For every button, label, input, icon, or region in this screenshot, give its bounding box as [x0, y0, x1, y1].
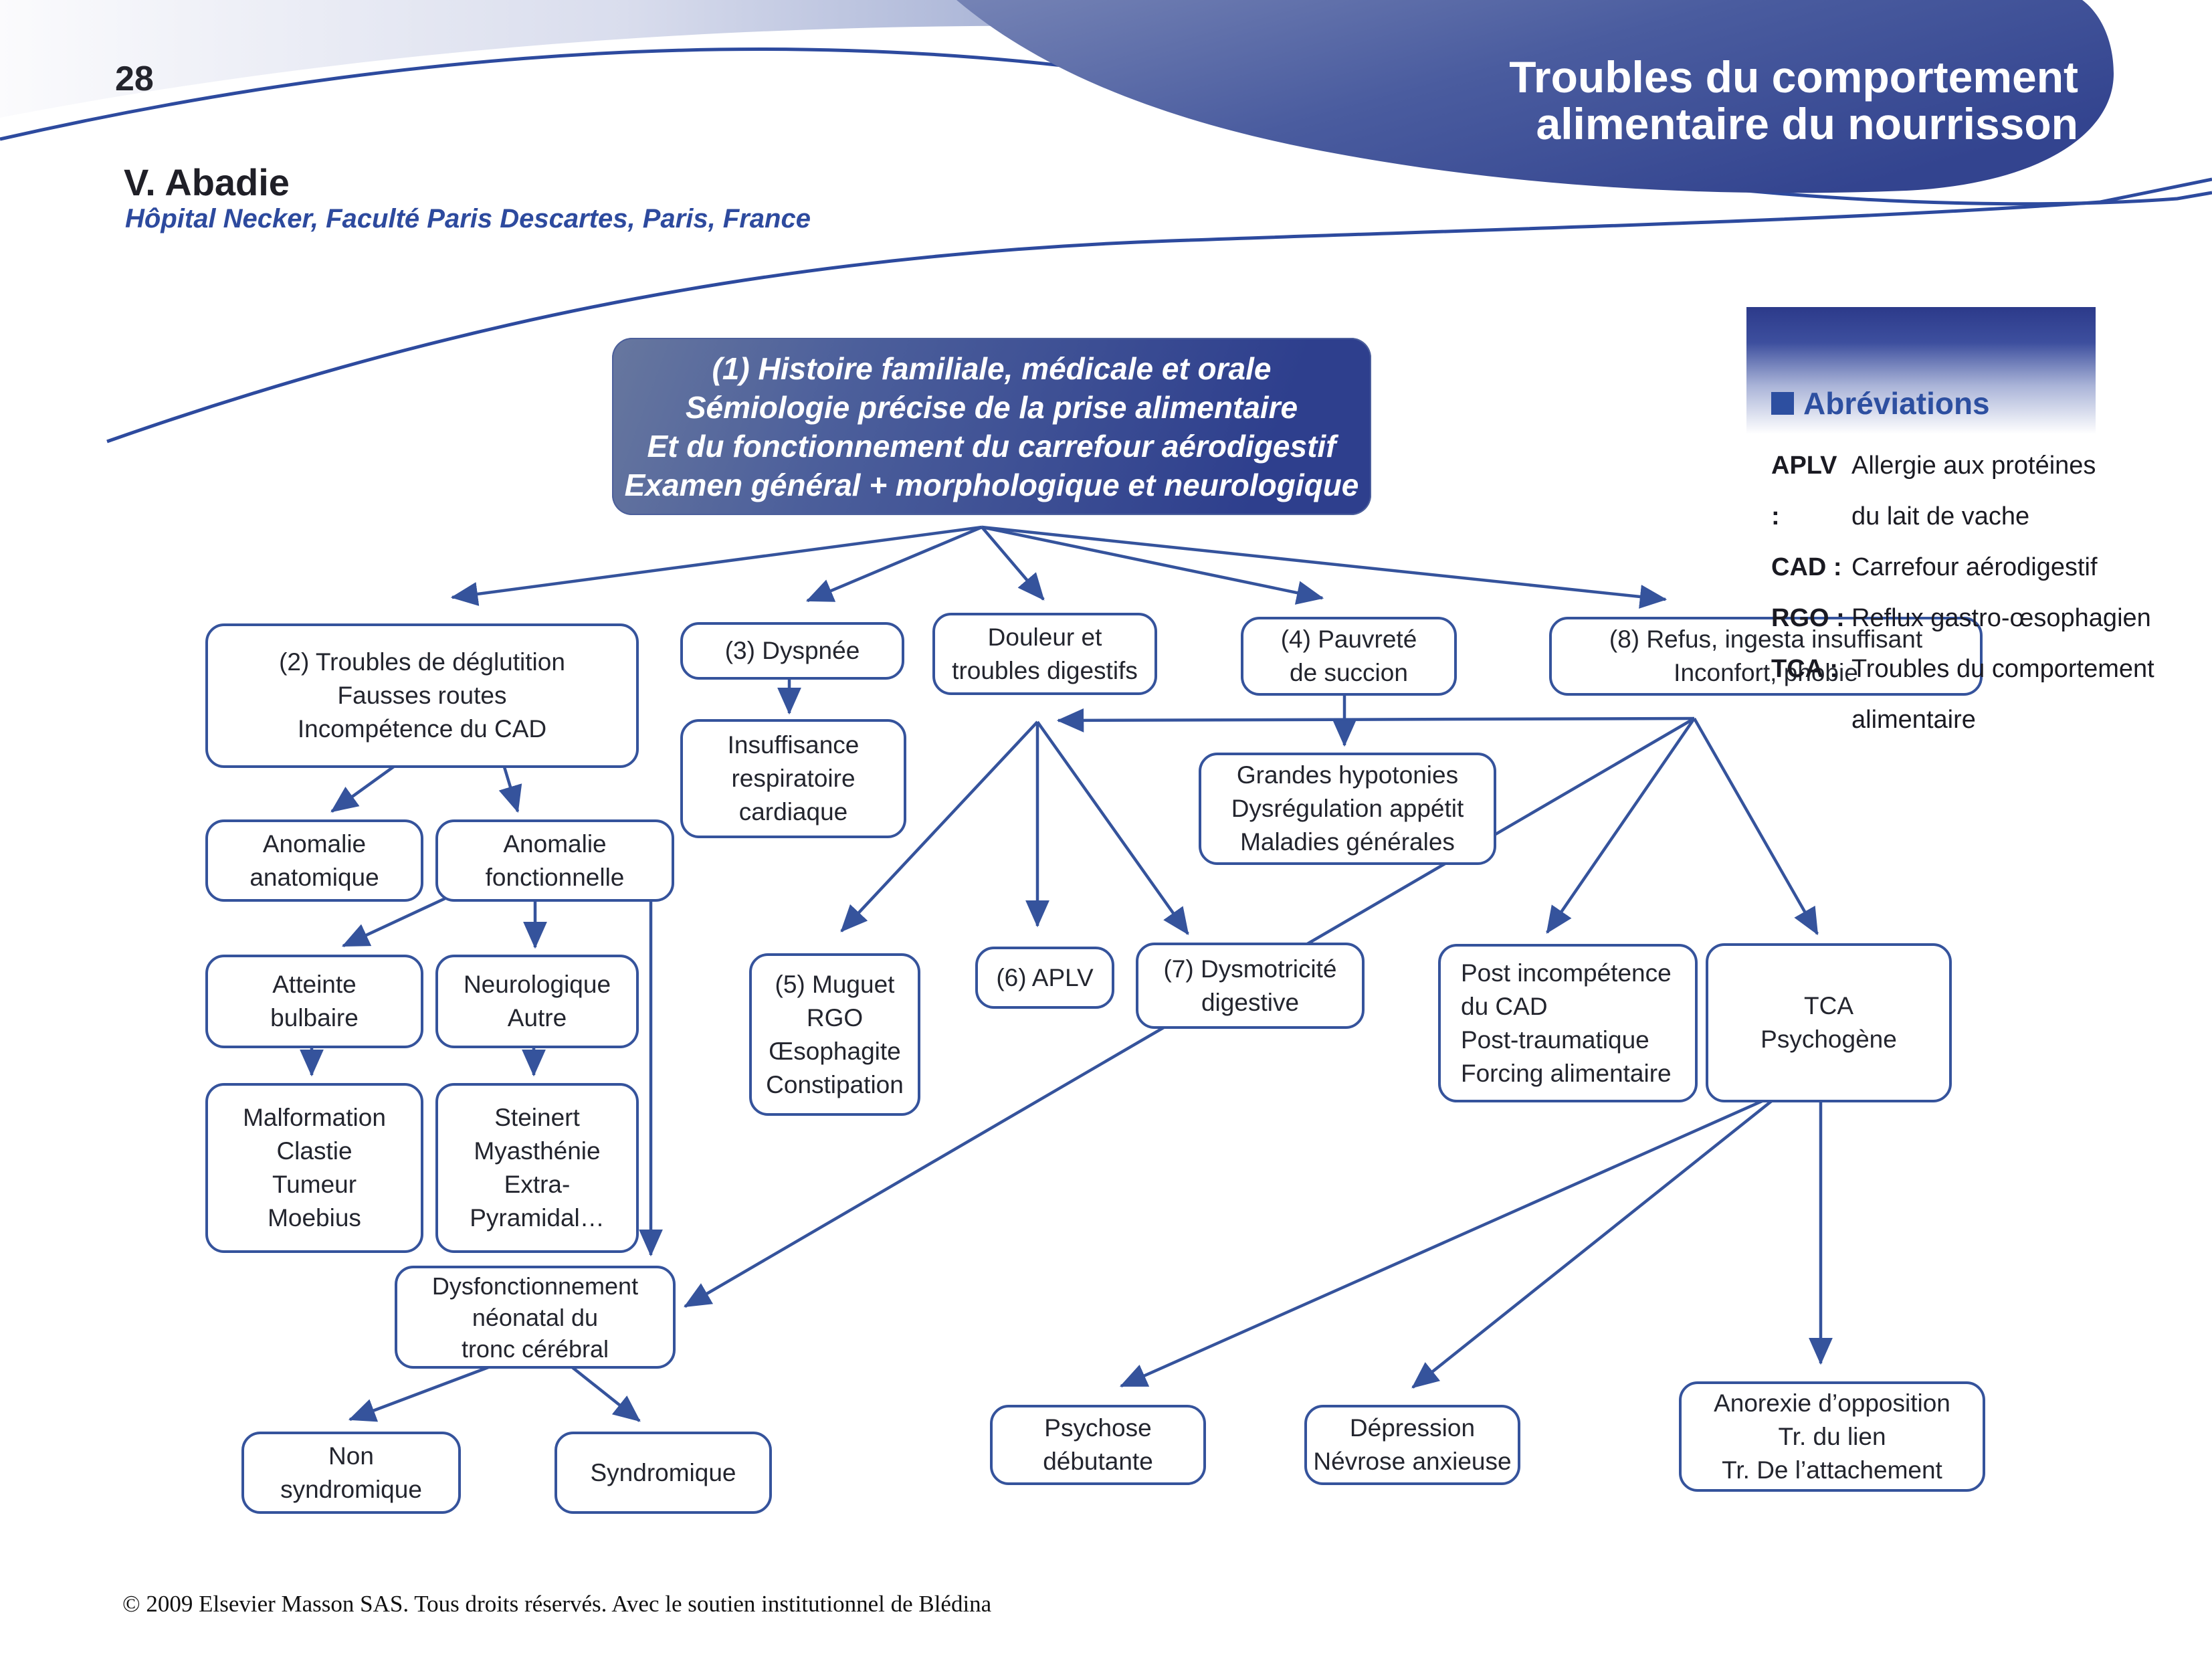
- node-steinert: Steinert Myasthénie Extra- Pyramidal…: [435, 1083, 639, 1253]
- node-tca-psychogene: TCA Psychogène: [1706, 943, 1952, 1102]
- affiliation: Hôpital Necker, Faculté Paris Descartes,…: [125, 204, 811, 233]
- node-psychose-debutante: Psychose débutante: [990, 1405, 1206, 1485]
- node-dysmotricite: (7) Dysmotricité digestive: [1136, 943, 1365, 1029]
- abbr-def: Troubles du comportement alimentaire: [1851, 655, 2154, 734]
- abbr-def: Reflux gastro-œsophagien: [1851, 604, 2151, 632]
- abbr-def: Carrefour aérodigestif: [1851, 553, 2098, 581]
- node-troubles-deglutition: (2) Troubles de déglutition Fausses rout…: [205, 623, 639, 768]
- node-anorexie-opposition: Anorexie d’opposition Tr. du lien Tr. De…: [1679, 1381, 1985, 1492]
- header-blob: [957, 0, 2114, 193]
- node-anomalie-fonctionnelle: Anomalie fonctionnelle: [435, 819, 674, 902]
- node-insuffisance-respiratoire: Insuffisance respiratoire cardiaque: [680, 719, 906, 838]
- node-neurologique-autre: Neurologique Autre: [435, 955, 639, 1048]
- abbreviations-heading-label: Abréviations: [1803, 386, 1990, 421]
- abbreviations-gradient-bar: [1746, 307, 2096, 434]
- abbreviation-item: TCA : Troubles du comportement alimentair…: [1771, 644, 2154, 745]
- node-syndromique: Syndromique: [555, 1432, 772, 1514]
- page-number: 28: [115, 60, 154, 98]
- node-depression-nevrose: Dépression Névrose anxieuse: [1304, 1405, 1520, 1485]
- abbr-term: APLV :: [1771, 452, 1837, 530]
- author: V. Abadie: [124, 161, 290, 203]
- node-malformation: Malformation Clastie Tumeur Moebius: [205, 1083, 423, 1253]
- node-anomalie-anatomique: Anomalie anatomique: [205, 819, 423, 902]
- node-douleur-troubles-digestifs: Douleur et troubles digestifs: [932, 613, 1157, 695]
- node-refus-ingesta: (8) Refus, ingesta insuffisant Inconfort…: [1549, 617, 1983, 696]
- page-title: Troubles du comportement alimentaire du …: [1509, 52, 2078, 149]
- header-wash: [0, 0, 1137, 118]
- bullet-square-icon: [1771, 392, 1794, 415]
- node-non-syndromique: Non syndromique: [241, 1432, 461, 1514]
- node-post-incompetence: Post incompétence du CAD Post-traumatiqu…: [1438, 944, 1698, 1102]
- header-thin-line-2: [106, 177, 2212, 444]
- footer-copyright: © 2009 Elsevier Masson SAS. Tous droits …: [122, 1591, 992, 1617]
- abbreviation-item: APLV :Allergie aux protéines du lait de …: [1771, 440, 2154, 542]
- node-examen-initial: (1) Histoire familiale, médicale et oral…: [612, 338, 1371, 515]
- abbr-term: TCA :: [1771, 655, 1838, 683]
- node-pauvrete-succion: (4) Pauvreté de succion: [1241, 617, 1457, 696]
- abbr-term: RGO :: [1771, 604, 1845, 632]
- node-atteinte-bulbaire: Atteinte bulbaire: [205, 955, 423, 1048]
- node-grandes-hypotonies: Grandes hypotonies Dysrégulation appétit…: [1199, 753, 1496, 865]
- abbreviations-list: APLV :Allergie aux protéines du lait de …: [1771, 440, 2154, 745]
- abbreviations-panel: Abréviations APLV :Allergie aux protéine…: [1771, 385, 2154, 745]
- node-dysfonctionnement-neonatal: Dysfonctionnement néonatal du tronc céré…: [395, 1266, 676, 1369]
- abbr-def: Allergie aux protéines du lait de vache: [1851, 452, 2096, 530]
- abbreviations-heading: Abréviations: [1771, 385, 2154, 421]
- node-dyspnee: (3) Dyspnée: [680, 622, 904, 680]
- abbreviation-item: RGO :Reflux gastro-œsophagien: [1771, 593, 2154, 644]
- node-muguet-rgo: (5) Muguet RGO Œsophagite Constipation: [749, 953, 920, 1116]
- abbr-term: CAD :: [1771, 553, 1842, 581]
- abbreviation-item: CAD : Carrefour aérodigestif: [1771, 542, 2154, 593]
- node-aplv: (6) APLV: [975, 947, 1114, 1009]
